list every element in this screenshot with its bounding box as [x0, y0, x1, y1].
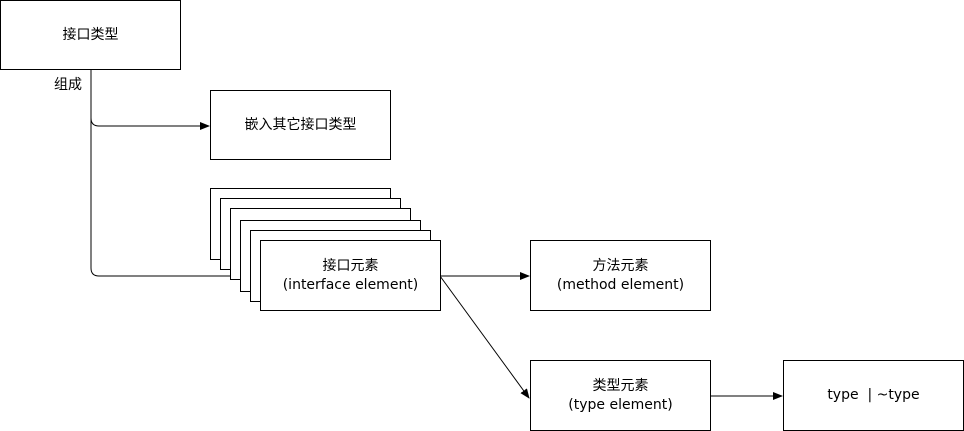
node-interface-element: 接口元素 (interface element) — [260, 240, 441, 311]
node-embed-interface: 嵌入其它接口类型 — [210, 90, 391, 160]
edge-interface-type-to-interface-element — [90, 118, 260, 280]
node-type-element-label: 类型元素 — [592, 377, 649, 394]
node-interface-type-label: 接口类型 — [62, 26, 119, 43]
node-type-union: type | ~type — [783, 360, 964, 431]
node-type-element: 类型元素 (type element) — [530, 360, 711, 431]
edge-interface-type-to-embed — [90, 70, 210, 130]
node-method-element-sublabel: (method element) — [556, 276, 685, 293]
node-type-union-label: type | ~type — [827, 387, 920, 403]
node-type-element-sublabel: (type element) — [568, 396, 673, 413]
node-interface-type: 接口类型 — [0, 0, 181, 70]
edge-interface-element-to-type-element — [439, 275, 530, 399]
node-embed-interface-label: 嵌入其它接口类型 — [244, 116, 357, 133]
node-interface-element-sublabel: (interface element) — [282, 276, 419, 293]
node-method-element: 方法元素 (method element) — [530, 240, 711, 311]
edge-label-compose: 组成 — [54, 77, 82, 93]
node-interface-element-label: 接口元素 — [322, 257, 379, 274]
node-method-element-label: 方法元素 — [592, 257, 649, 274]
